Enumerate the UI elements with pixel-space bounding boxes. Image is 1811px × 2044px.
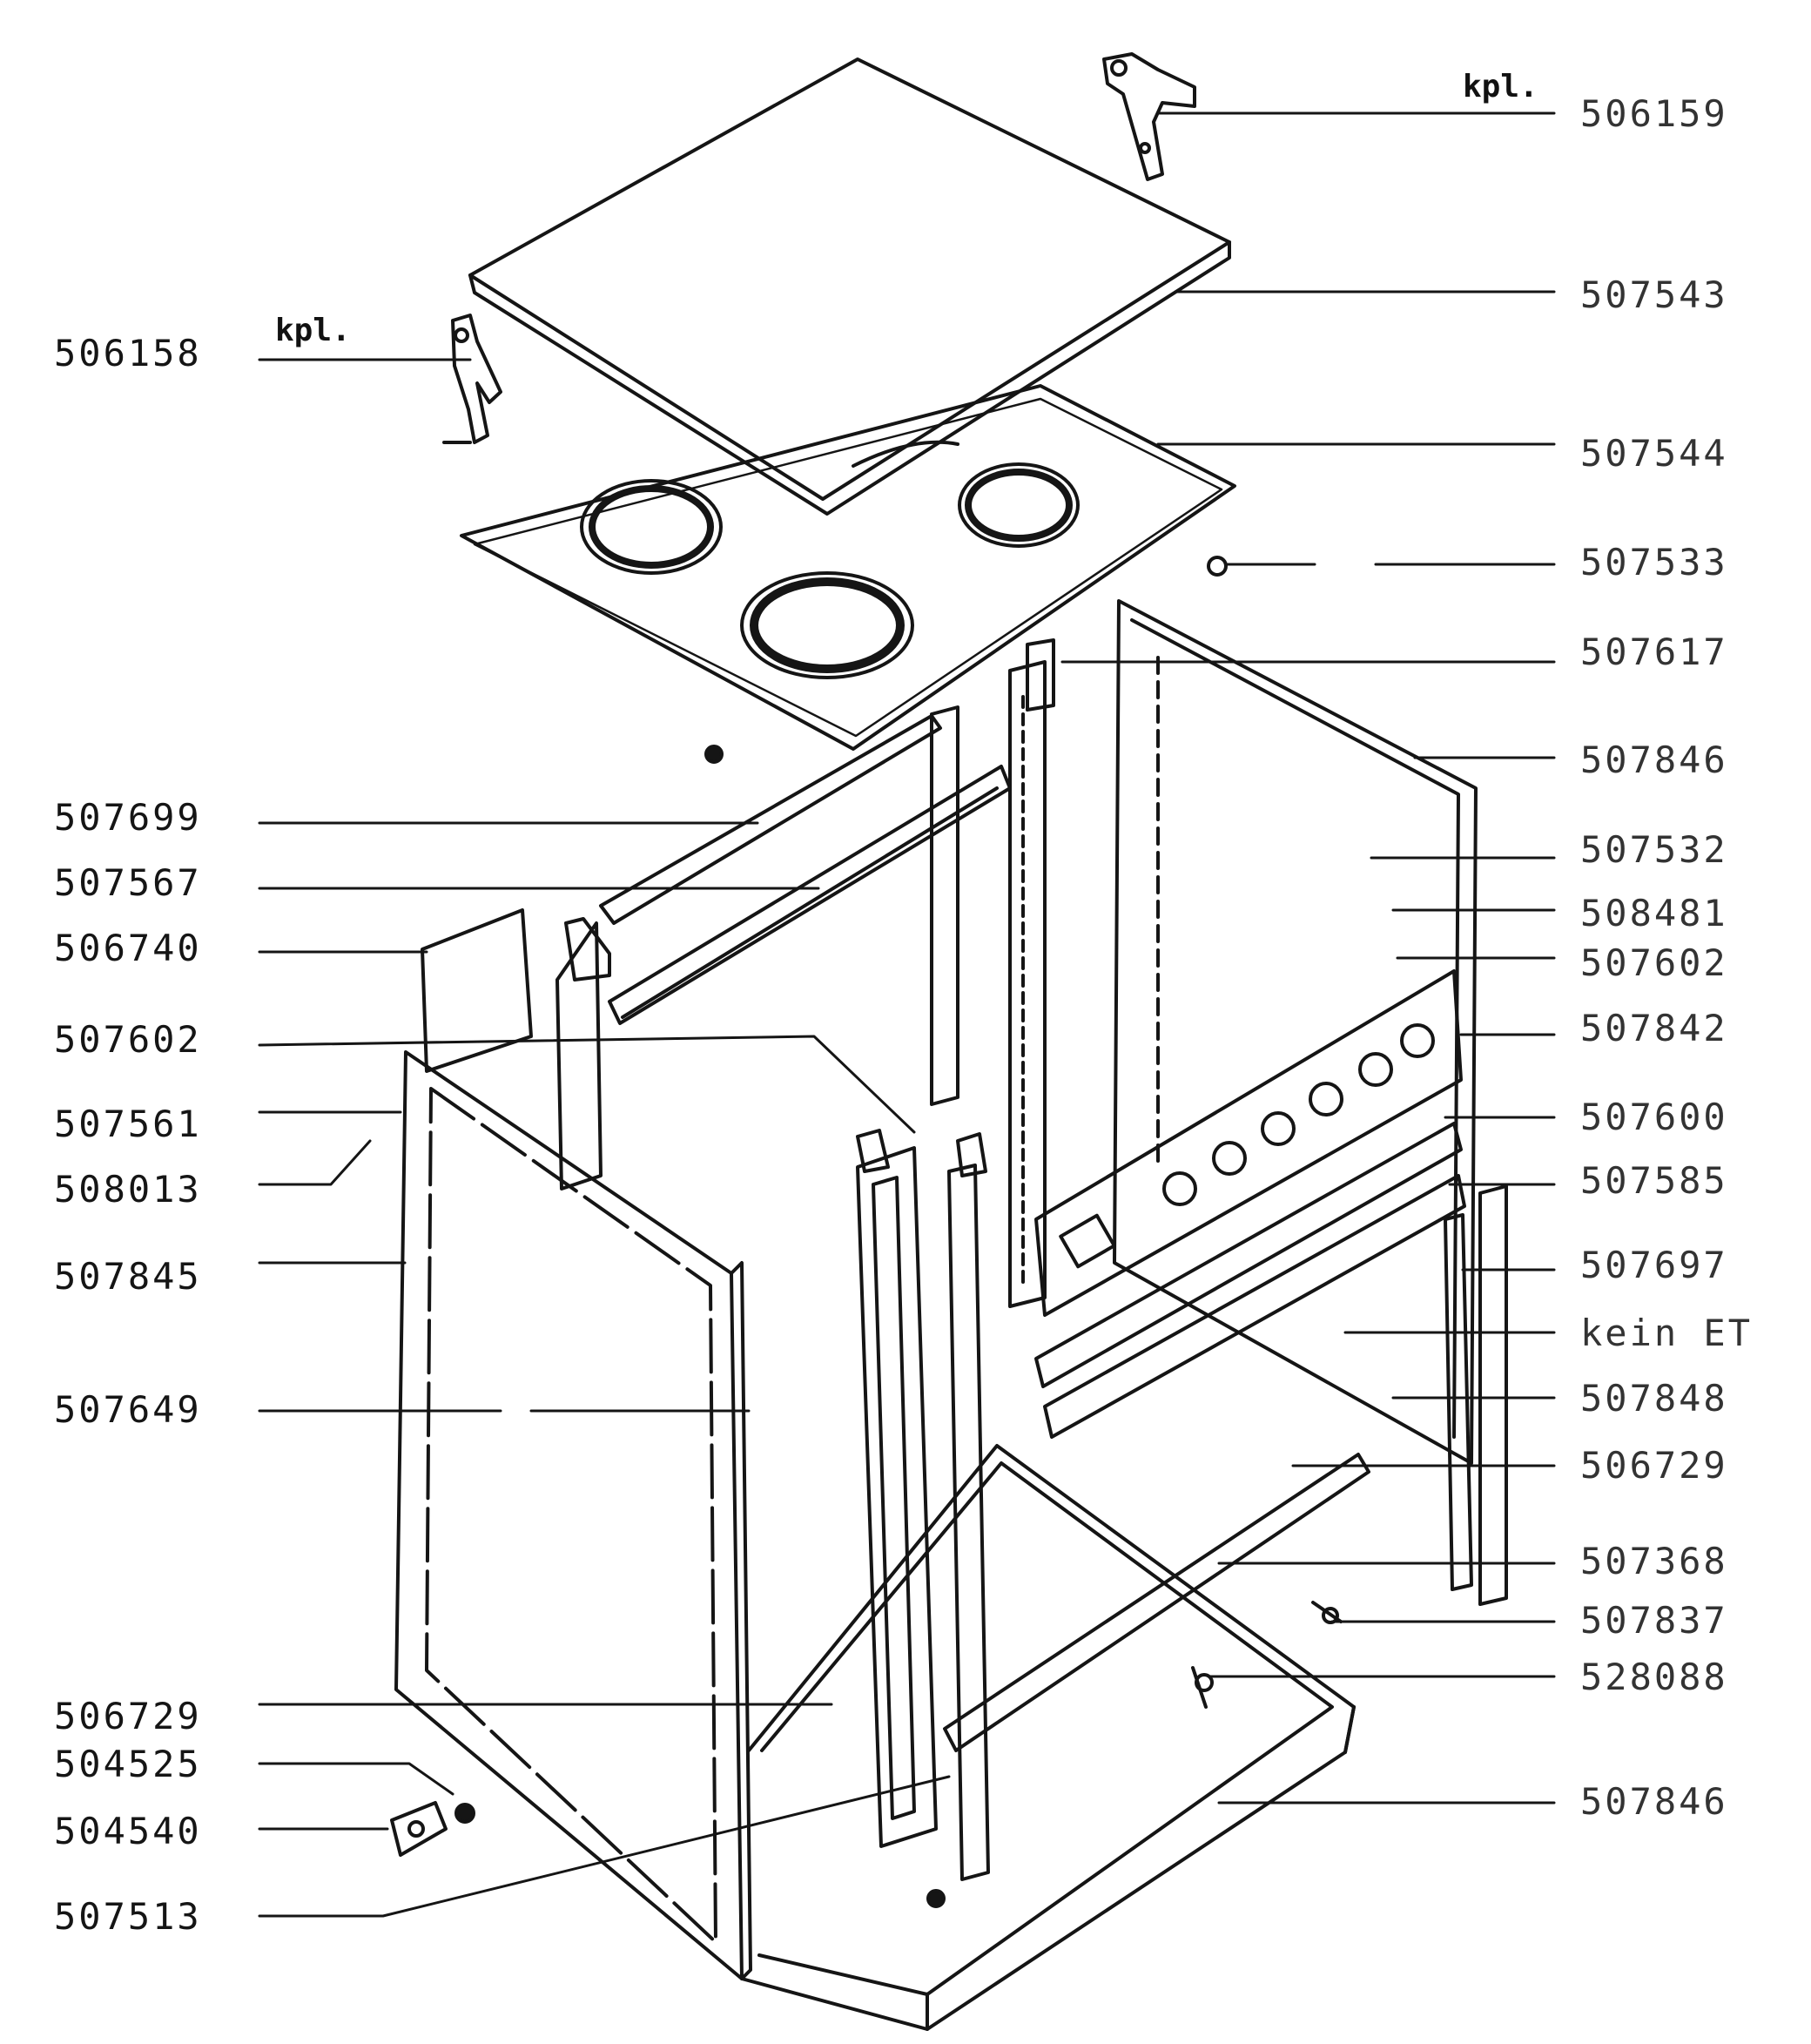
right-side-panel [1113,599,1478,1465]
top-cover-lid [468,57,1231,516]
control-panel [1034,969,1463,1317]
kpl-annotation-left: kpl. [275,313,351,348]
part-label-right: 528088 [1580,1656,1728,1698]
part-label-right: 506159 [1580,92,1728,135]
part-label-right: 507837 [1580,1599,1728,1642]
right-hinge [1102,52,1196,181]
part-label-right: 507600 [1580,1096,1728,1138]
part-label-right: 507368 [1580,1540,1728,1582]
kpl-annotation-right: kpl. [1463,69,1538,105]
left-hinge [442,314,502,444]
part-label-left: 507567 [54,861,202,904]
part-label-left: 507845 [54,1255,202,1298]
part-label-right: 507602 [1580,941,1728,984]
part-label-right: 507697 [1580,1244,1728,1286]
part-label-right: 506729 [1580,1444,1728,1487]
part-label-right: 507543 [1580,273,1728,316]
hob-plate [460,384,1236,751]
part-label-left: 506740 [54,927,202,969]
rear-uprights [930,638,1055,1308]
part-label-right: 507585 [1580,1159,1728,1202]
base-frame [740,1444,1356,2031]
part-label-right: 507617 [1580,631,1728,673]
part-label-left: 506729 [54,1695,202,1737]
part-label-left: 504525 [54,1743,202,1785]
leader-lines-left [258,358,951,1918]
part-label-left: 507699 [54,796,202,839]
part-label-right: 507846 [1580,1780,1728,1823]
part-label-right: 508481 [1580,892,1728,934]
part-label-left: 508013 [54,1168,202,1211]
front-rails [1034,1122,1508,1606]
part-label-right: 507544 [1580,432,1728,475]
part-label-left: 507561 [54,1103,202,1145]
part-label-left: 504540 [54,1810,202,1852]
left-rear-frame [421,908,611,1191]
part-label-right: 507846 [1580,739,1728,781]
lower-cross-rail [943,1453,1370,1752]
part-label-right: 507848 [1580,1377,1728,1420]
part-label-right: 507533 [1580,541,1728,584]
part-label-right: kein ET [1580,1312,1754,1354]
part-label-right: 507842 [1580,1007,1728,1049]
central-upright [856,1129,990,1881]
part-label-right: 507532 [1580,828,1728,871]
part-label-left: 507513 [54,1895,202,1938]
part-label-left: 506158 [54,332,202,374]
fasteners [390,556,1343,1857]
back-top-rail [599,714,1012,1025]
part-label-left: 507649 [54,1388,202,1431]
leader-lines-right [1060,111,1556,1805]
part-label-left: 507602 [54,1018,202,1061]
